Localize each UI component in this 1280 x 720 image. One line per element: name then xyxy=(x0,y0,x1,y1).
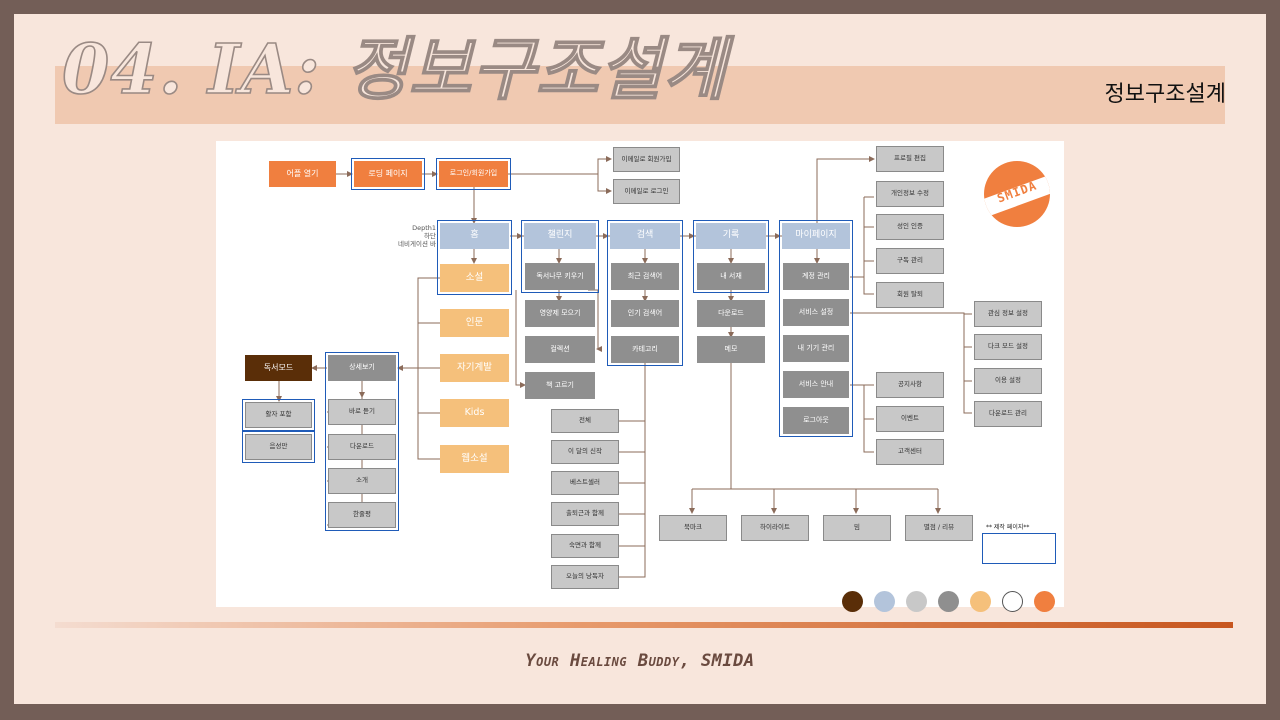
node-bestseller: 베스트셀러 xyxy=(551,471,619,495)
node-service-settings: 서비스 설정 xyxy=(783,299,849,326)
footer-divider xyxy=(55,622,1233,628)
node-my-library: 내 서재 xyxy=(697,263,765,290)
node-rating-review: 별점 / 리뷰 xyxy=(905,515,973,541)
depth1-label: Depth1 하단 네비게이션 바 xyxy=(392,224,436,248)
group-mypage xyxy=(779,220,853,437)
node-reading-tree: 독서나무 키우기 xyxy=(525,263,595,290)
node-web-novel: 웹소설 xyxy=(440,445,509,473)
node-event: 이벤트 xyxy=(876,406,944,432)
node-dark-mode: 다크 모드 설정 xyxy=(974,334,1042,360)
swatch-white xyxy=(1002,591,1023,612)
node-reading-mode: 독서모드 xyxy=(245,355,312,381)
group-record xyxy=(693,220,769,293)
node-listen-now: 바로 듣기 xyxy=(328,399,396,425)
swatch-blue xyxy=(874,591,895,612)
node-profile-edit: 프로필 편집 xyxy=(876,146,944,172)
node-my-devices: 내 기기 관리 xyxy=(783,335,849,362)
node-usage-settings: 이용 설정 xyxy=(974,368,1042,394)
node-account: 계정 관리 xyxy=(783,263,849,290)
node-login-signup: 로그인/회원가입 xyxy=(439,161,508,187)
group-loading xyxy=(351,158,425,190)
node-loading: 로딩 페이지 xyxy=(354,161,422,187)
node-category: 카테고리 xyxy=(611,336,679,363)
group-challenge xyxy=(521,220,599,293)
node-record: 기록 xyxy=(696,223,766,249)
group-search xyxy=(607,220,683,366)
swatch-gray xyxy=(938,591,959,612)
node-logout: 로그아웃 xyxy=(783,407,849,434)
group-audio-only xyxy=(242,431,315,463)
node-app-open: 어플 열기 xyxy=(269,161,336,187)
node-service-guide: 서비스 안내 xyxy=(783,371,849,398)
node-memo2: 밈 xyxy=(823,515,891,541)
node-withdraw: 회원 탈퇴 xyxy=(876,282,944,308)
node-commute: 출퇴근과 함께 xyxy=(551,502,619,526)
node-highlight: 하이라이트 xyxy=(741,515,809,541)
group-detail xyxy=(325,352,399,531)
swatch-brown xyxy=(842,591,863,612)
node-recent-search: 최근 검색어 xyxy=(611,263,679,290)
node-intro: 소개 xyxy=(328,468,396,494)
swatch-orange xyxy=(1034,591,1055,612)
group-login-signup xyxy=(436,158,511,190)
node-font-size: 활자 포함 xyxy=(245,402,312,428)
node-popular-search: 인기 검색어 xyxy=(611,300,679,327)
node-new-this-month: 이 달의 신작 xyxy=(551,440,619,464)
swatch-peach xyxy=(970,591,991,612)
depth1-label-text: Depth1 하단 네비게이션 바 xyxy=(398,224,436,248)
node-audio-only: 음성만 xyxy=(245,434,312,460)
node-humanities: 인문 xyxy=(440,309,509,337)
node-kids: Kids xyxy=(440,399,509,427)
node-email-login: 이메일로 로그인 xyxy=(613,179,680,204)
node-memo: 메모 xyxy=(697,336,765,363)
credits-box xyxy=(982,533,1056,564)
node-interest-settings: 관심 정보 설정 xyxy=(974,301,1042,327)
node-search: 검색 xyxy=(610,223,680,249)
node-self-dev: 자기계발 xyxy=(440,354,509,382)
header-band xyxy=(55,66,1225,124)
credits-label: ** 제작 페이지** xyxy=(986,524,1030,531)
node-challenge: 챌린지 xyxy=(524,223,596,249)
node-one-line-review: 한줄평 xyxy=(328,502,396,528)
node-before-sleep: 숙면과 함께 xyxy=(551,534,619,558)
node-adult-verify: 성인 인증 xyxy=(876,214,944,240)
node-all: 전체 xyxy=(551,409,619,433)
node-pick-book: 책 고르기 xyxy=(525,372,595,399)
swatch-light-gray xyxy=(906,591,927,612)
node-email-signup: 이메일로 회원가입 xyxy=(613,147,680,172)
page-title: 04. IA: 정보구조설계 xyxy=(61,30,727,110)
slide: 04. IA: 정보구조설계 정보구조설계 xyxy=(14,14,1266,704)
slide-subtitle: 정보구조설계 xyxy=(1104,82,1226,107)
node-nutrients: 영양제 모으기 xyxy=(525,300,595,327)
ia-diagram: 어플 열기 로딩 페이지 로그인/회원가입 이메일로 회원가입 이메일로 로그인… xyxy=(216,141,1064,612)
smida-logo: SMIDA xyxy=(984,161,1050,227)
node-download-record: 다운로드 xyxy=(697,300,765,327)
node-detail: 상세보기 xyxy=(328,355,396,381)
node-customer-center: 고객센터 xyxy=(876,439,944,465)
node-bookmark: 북마크 xyxy=(659,515,727,541)
group-font-size xyxy=(242,399,315,431)
node-collection: 컬렉션 xyxy=(525,336,595,363)
group-home-novel xyxy=(437,220,512,295)
node-novel: 소설 xyxy=(440,264,509,292)
node-personal-edit: 개인정보 수정 xyxy=(876,181,944,207)
node-download-detail: 다운로드 xyxy=(328,434,396,460)
node-home: 홈 xyxy=(440,223,509,249)
node-notice: 공지사항 xyxy=(876,372,944,398)
node-todays-reader: 오늘의 낭독자 xyxy=(551,565,619,589)
diagram-nodes: 어플 열기 로딩 페이지 로그인/회원가입 이메일로 회원가입 이메일로 로그인… xyxy=(216,141,1064,612)
node-mypage: 마이페이지 xyxy=(782,223,850,249)
node-download-manage: 다운로드 관리 xyxy=(974,401,1042,427)
node-subscription: 구독 관리 xyxy=(876,248,944,274)
tagline: Your Healing Buddy, SMIDA xyxy=(525,651,755,671)
